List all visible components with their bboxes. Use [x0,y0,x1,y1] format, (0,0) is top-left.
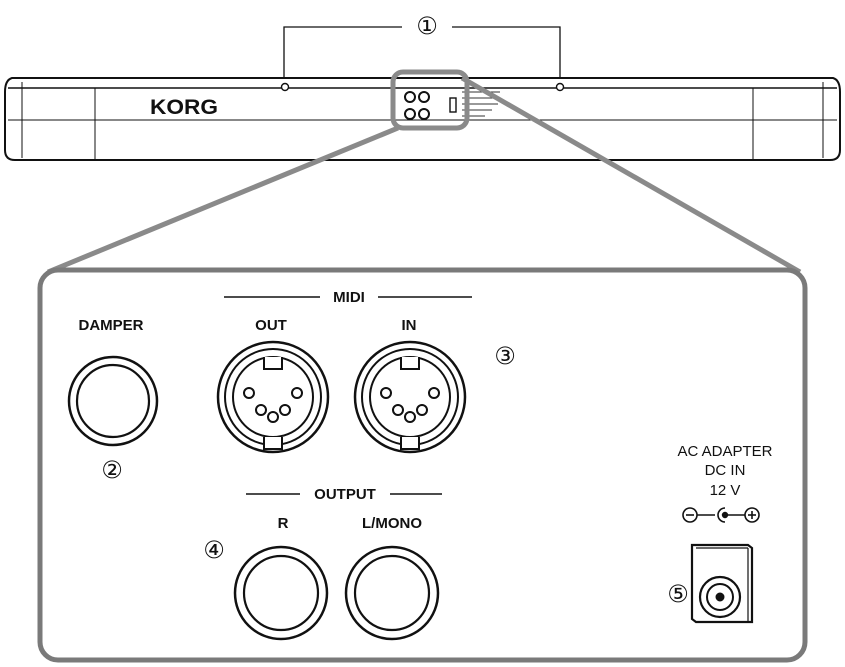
callout-5: ⑤ [667,580,689,608]
midi-out-label: OUT [255,317,287,334]
dc-polarity-center-positive-icon [682,507,760,523]
ac-adapter-label: AC ADAPTER [677,443,772,460]
output-r-label: R [278,515,289,532]
midi-label: MIDI [333,289,365,306]
damper-jack[interactable] [67,355,159,447]
callout-4: ④ [203,536,225,564]
stand-mount-hole-left [280,82,290,92]
damper-label: DAMPER [78,317,143,334]
zoom-frame [47,69,802,275]
output-lmono-label: L/MONO [362,515,422,532]
callout-1-bracket [283,26,561,82]
dc-in-jack[interactable] [690,543,754,624]
output-lmono-jack[interactable] [344,545,440,641]
midi-out-connector[interactable] [216,340,330,454]
midi-in-label: IN [402,317,417,334]
callout-3: ③ [494,342,516,370]
midi-in-connector[interactable] [353,340,467,454]
output-label: OUTPUT [314,486,376,503]
output-r-jack[interactable] [233,545,329,641]
voltage-label: 12 V [710,482,741,499]
stand-mount-hole-right [555,82,565,92]
korg-logo: KORG [150,96,218,119]
dc-in-label: DC IN [705,462,746,479]
keyboard-rear-view [4,77,841,161]
callout-2: ② [101,456,123,484]
callout-1: ① [416,12,438,40]
